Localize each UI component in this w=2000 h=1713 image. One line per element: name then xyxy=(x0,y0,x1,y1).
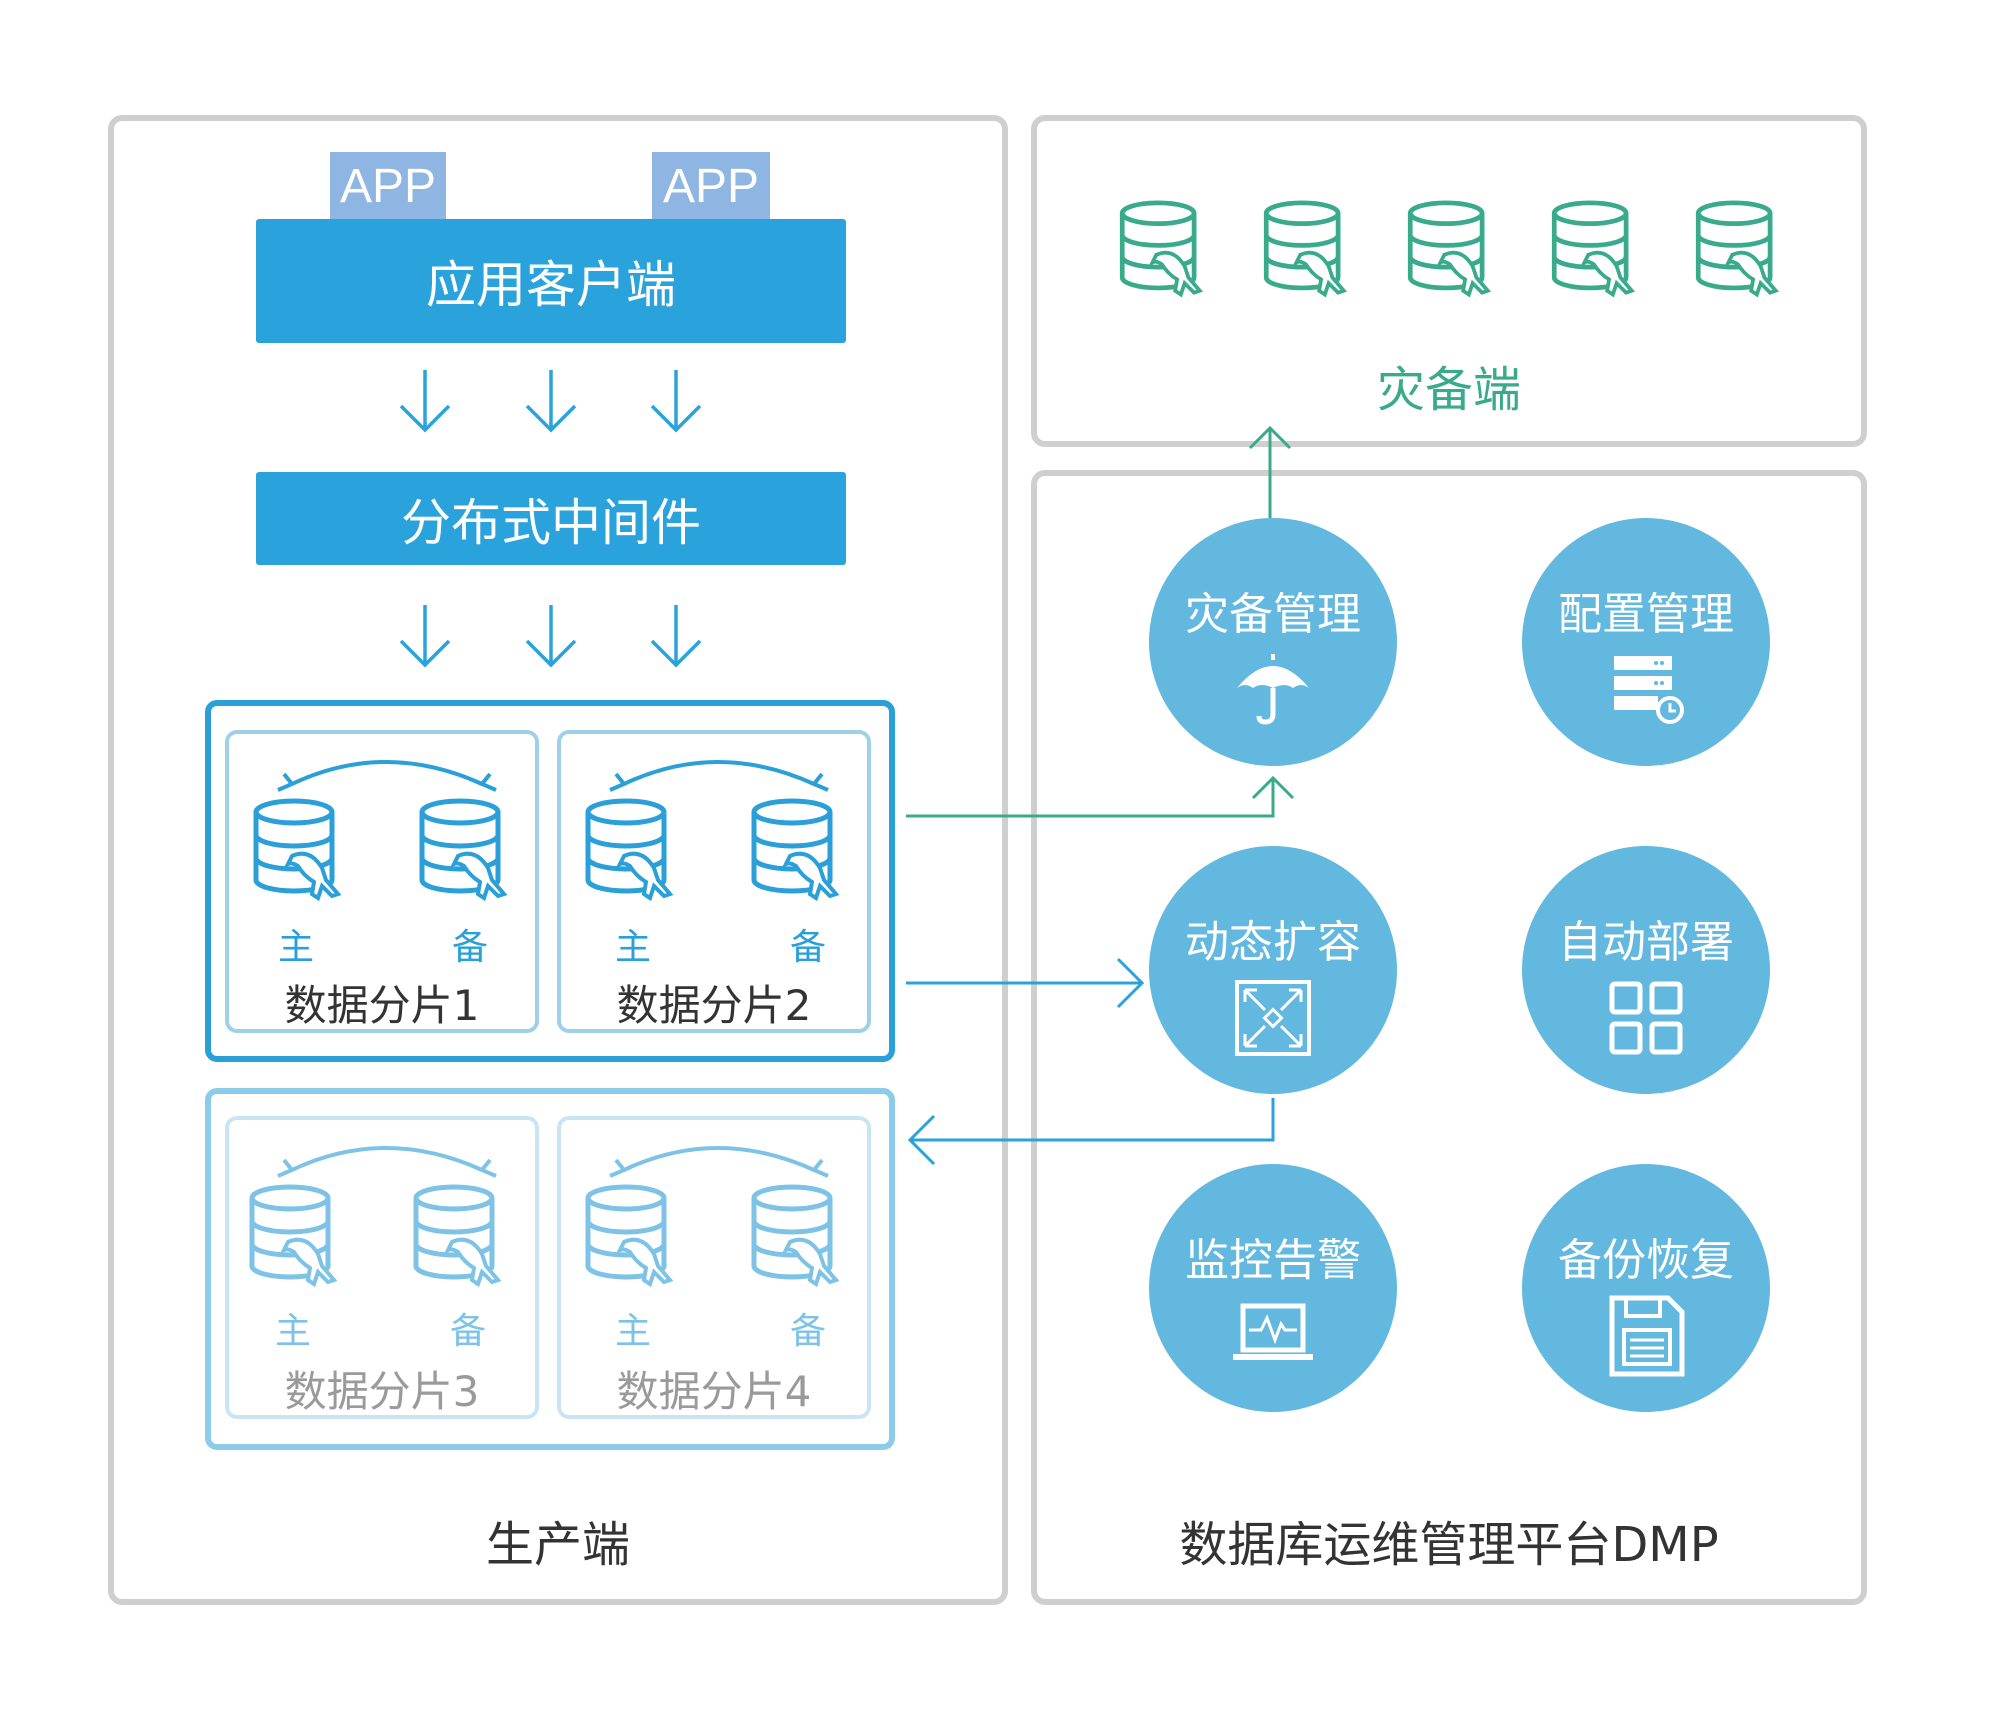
disaster-recovery-panel xyxy=(1031,115,1867,447)
app-tab-1: APP xyxy=(330,152,446,220)
shard-box-3 xyxy=(225,1116,539,1419)
dr-db-icons xyxy=(1122,203,1776,295)
floppy-icon xyxy=(1609,1295,1685,1377)
expand-to-newshard-arrow xyxy=(907,1098,1275,1166)
dr-title: 灾备端 xyxy=(1376,362,1521,418)
shard3-master-label: 主 xyxy=(275,1311,312,1352)
shard3-standby-label: 备 xyxy=(450,1311,487,1352)
replication-arcs xyxy=(277,760,829,1178)
module-dr-management-label: 灾备管理 xyxy=(1185,589,1361,640)
module-monitoring-alert[interactable]: 监控告警 xyxy=(1149,1164,1397,1412)
shard-box-4 xyxy=(557,1116,871,1419)
monitor-icon xyxy=(1233,1303,1313,1360)
app-tab-2: APP xyxy=(652,152,770,220)
shard1-name: 数据分片1 xyxy=(284,981,480,1030)
module-auto-deploy-label: 自动部署 xyxy=(1558,917,1734,968)
shard-db-icons-new xyxy=(252,1187,836,1284)
grid-icon xyxy=(1609,981,1683,1055)
shard-db-icons-active xyxy=(256,801,836,898)
module-backup-restore[interactable]: 备份恢复 xyxy=(1522,1164,1770,1412)
shard2-name: 数据分片2 xyxy=(616,981,812,1030)
shard-group-new xyxy=(205,1088,895,1450)
shard4-master-label: 主 xyxy=(615,1311,652,1352)
shard-box-2 xyxy=(557,730,871,1033)
shard3-name: 数据分片3 xyxy=(284,1367,480,1416)
dr-sync-arrow xyxy=(1248,425,1292,518)
shard4-standby-label: 备 xyxy=(790,1311,827,1352)
module-dynamic-expansion[interactable]: 动态扩容 xyxy=(1149,846,1397,1094)
middleware-bar: 分布式中间件 xyxy=(256,472,846,565)
down-arrows-1 xyxy=(399,370,702,433)
module-dynamic-expansion-label: 动态扩容 xyxy=(1185,917,1361,968)
umbrella-icon xyxy=(1237,654,1309,725)
module-backup-restore-label: 备份恢复 xyxy=(1558,1235,1734,1286)
shard1-master-label: 主 xyxy=(278,927,315,968)
production-title: 生产端 xyxy=(485,1517,630,1573)
module-monitoring-alert-label: 监控告警 xyxy=(1185,1235,1361,1286)
shard-group-active xyxy=(205,700,895,1062)
dmp-title: 数据库运维管理平台DMP xyxy=(1179,1517,1719,1573)
shard1-standby-label: 备 xyxy=(452,927,489,968)
server-clock-icon xyxy=(1614,656,1684,724)
module-config-management[interactable]: 配置管理 xyxy=(1522,518,1770,766)
expand-icon xyxy=(1235,980,1311,1056)
shard-to-expand-arrow xyxy=(906,957,1145,1009)
module-config-management-label: 配置管理 xyxy=(1558,589,1734,640)
shard2-master-label: 主 xyxy=(615,927,652,968)
shard2-standby-label: 备 xyxy=(790,927,827,968)
down-arrows-2 xyxy=(399,605,702,668)
app-client-bar: 应用客户端 xyxy=(256,219,846,343)
module-dr-management[interactable]: 灾备管理 xyxy=(1149,518,1397,766)
shard4-name: 数据分片4 xyxy=(616,1367,812,1416)
shard-to-drmgmt-arrow xyxy=(906,775,1295,818)
module-auto-deploy[interactable]: 自动部署 xyxy=(1522,846,1770,1094)
shard-box-1 xyxy=(225,730,539,1033)
